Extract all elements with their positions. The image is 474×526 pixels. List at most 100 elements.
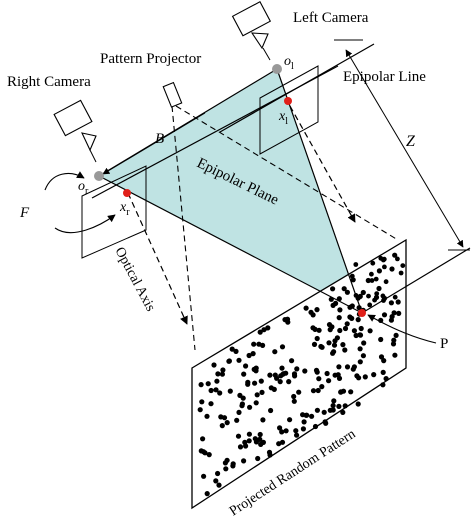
right-image-plane (81, 165, 147, 259)
left-optical-center (272, 64, 282, 74)
pattern-dot (287, 417, 293, 423)
pattern-dot (253, 439, 259, 445)
pattern-dot (208, 387, 214, 394)
focal-label: F (19, 205, 30, 221)
pattern-dot (245, 381, 251, 387)
pattern-dot (367, 328, 373, 334)
pattern-dot (253, 400, 259, 406)
pattern-dot (355, 317, 361, 323)
pattern-dot (241, 458, 247, 464)
pattern-dot (254, 392, 260, 398)
pattern-dot (340, 342, 346, 348)
pattern-dot (293, 428, 299, 434)
left-image-point (284, 97, 292, 105)
left-image-symbol: xl (278, 109, 288, 127)
pattern-dot (330, 286, 336, 292)
pattern-dot (370, 260, 376, 266)
pattern-dot (330, 302, 336, 308)
pattern-dot (357, 293, 363, 299)
pattern-dot (342, 347, 348, 353)
right-camera-label: Right Camera (7, 74, 91, 90)
pattern-dot (330, 350, 336, 356)
pattern-dot (250, 351, 256, 357)
pattern-dot (294, 432, 300, 438)
pattern-dot (395, 299, 401, 305)
pattern-dot (336, 364, 342, 370)
pattern-dot (340, 388, 347, 394)
pattern-dot (229, 346, 235, 352)
pattern-dot (268, 385, 274, 391)
pattern-dot (277, 425, 283, 431)
pattern-dot (392, 252, 398, 258)
pattern-dot (336, 403, 342, 409)
pattern-dot (213, 478, 219, 484)
pattern-dot (314, 407, 320, 413)
pattern-dot (294, 366, 300, 372)
pattern-dot (236, 357, 242, 363)
pattern-dot (341, 286, 347, 292)
pattern-dot (396, 310, 402, 316)
pattern-dot (302, 368, 308, 374)
pattern-dot (355, 401, 361, 407)
pattern-dot (337, 327, 343, 334)
right-ray (98, 175, 363, 314)
pattern-dot (380, 382, 386, 388)
pattern-dot (202, 450, 208, 456)
pattern-dot (381, 358, 387, 364)
pattern-dot (242, 439, 248, 445)
pattern-dot (301, 419, 307, 425)
pattern-dot (371, 372, 377, 378)
pattern-dot (342, 403, 348, 409)
pattern-dot (391, 337, 397, 343)
pattern-dot (388, 317, 394, 323)
pattern-dot (219, 371, 225, 377)
pattern-dot (314, 335, 320, 342)
pattern-dot (204, 413, 210, 419)
pattern-dot (342, 325, 349, 332)
pattern-dot (280, 371, 287, 377)
pattern-dot (246, 438, 252, 444)
pattern-dot (217, 390, 223, 396)
pattern-dot (351, 328, 357, 334)
pattern-dot (266, 449, 273, 455)
pattern-dot (292, 373, 298, 379)
pattern-dot (332, 338, 338, 344)
pattern-dot (236, 409, 242, 415)
pattern-dot (389, 266, 395, 272)
pattern-dot (279, 429, 285, 435)
optical-axis-label: Optical Axis (111, 245, 157, 314)
pattern-dot (314, 307, 320, 313)
pattern-dot (311, 341, 318, 347)
point-label: P (440, 336, 448, 352)
pattern-dot (349, 315, 355, 321)
pattern-dot (224, 457, 230, 463)
left-image-plane (259, 65, 319, 155)
pattern-dot (330, 407, 336, 413)
pattern-dot (284, 316, 291, 322)
pattern-dot (353, 332, 359, 339)
pattern-dot (366, 293, 371, 299)
pattern-dot (237, 392, 243, 398)
pattern-dot (344, 364, 351, 370)
pattern-dot (353, 262, 359, 267)
pattern-dot (215, 470, 221, 477)
pattern-dot (365, 277, 371, 284)
pattern-dot (326, 322, 333, 328)
pattern-dot (198, 382, 204, 388)
pattern-dot (336, 375, 343, 381)
pattern-dot (331, 342, 338, 348)
pattern-dot (319, 384, 325, 390)
pattern-dot (223, 466, 229, 472)
epipolar-plane (99, 69, 362, 313)
pattern-dot (367, 302, 373, 308)
pattern-dot (201, 473, 207, 479)
pattern-dot (276, 441, 282, 447)
random-dot-pattern (197, 252, 406, 497)
right-optical-axis (127, 192, 188, 325)
pattern-dot (357, 332, 364, 338)
pattern-dot (393, 332, 399, 338)
pattern-dot (277, 379, 283, 385)
pattern-dot (274, 375, 280, 381)
pattern-dot (369, 271, 374, 277)
right-image-point (123, 189, 131, 197)
